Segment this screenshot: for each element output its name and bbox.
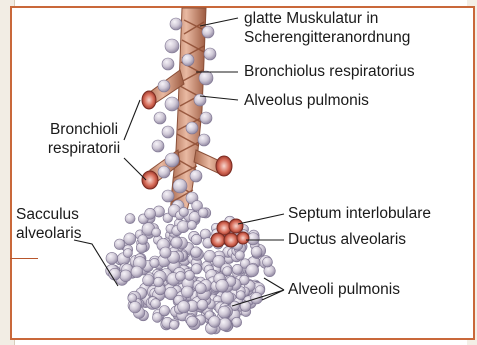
alveolus-bead	[162, 58, 174, 70]
alveolus-bead	[124, 233, 136, 245]
alveolus-bead	[123, 249, 132, 258]
label-glatte-muskulatur-2: Scherengitteranordnung	[244, 29, 410, 47]
alveolus-bead	[198, 134, 210, 146]
alveolus-bead	[223, 267, 232, 276]
alveolus-bead	[165, 153, 179, 167]
alveolus-bead	[165, 97, 179, 111]
alveolus-bead	[251, 246, 262, 257]
alveolus-bead	[170, 18, 182, 30]
label-sacculus-1: Sacculus	[16, 206, 79, 224]
alveolus-bead	[219, 318, 232, 331]
alveolus-bead	[216, 279, 229, 292]
label-glatte-muskulatur-1: glatte Muskulatur in	[244, 10, 378, 28]
alveolus-bead	[218, 306, 230, 318]
alveolus-bead	[106, 252, 118, 264]
alveolus-bead	[171, 237, 182, 248]
alveolus-bead	[145, 208, 156, 219]
sacculus-cluster	[106, 201, 276, 335]
alveolus-bead	[162, 190, 174, 202]
alveolus-bead	[200, 112, 212, 124]
alveolus-bead	[165, 39, 179, 53]
open-alveolus-left-lower	[142, 171, 158, 189]
alveolus-bead	[138, 235, 148, 245]
alveolus-bead	[182, 54, 194, 66]
label-ductus-alveolaris: Ductus alveolaris	[288, 231, 406, 249]
alveolus-bead	[195, 283, 206, 294]
alveolus-bead	[154, 277, 164, 287]
label-bronchioli-2: respiratorii	[36, 140, 132, 158]
label-alveoli-pulmonis: Alveoli pulmonis	[288, 281, 400, 299]
alveolus-bead	[209, 316, 221, 328]
alveolus-bead	[181, 286, 193, 298]
alveolus-bead	[236, 291, 245, 300]
alveolus-bead	[152, 228, 161, 237]
alveolus-bead	[246, 264, 259, 277]
alveolus-bead	[151, 299, 161, 309]
alveolus-bead	[162, 126, 174, 138]
alveolus-bead	[187, 316, 198, 327]
alveolus-bead	[194, 94, 206, 106]
label-septum-interlobulare: Septum interlobulare	[288, 205, 431, 223]
alveolus-bead	[185, 270, 195, 280]
open-alveolus-left-upper	[142, 91, 156, 109]
alveolus-bead	[199, 71, 213, 85]
alveolus-bead	[129, 301, 141, 313]
alveolus-bead	[235, 251, 244, 260]
alveolus-bead	[120, 270, 132, 282]
alveolus-bead	[158, 80, 170, 92]
alveolus-bead	[204, 48, 216, 60]
alveolus-bead	[263, 257, 273, 267]
alveolus-bead	[125, 214, 135, 224]
open-alveolus-right	[216, 156, 232, 176]
alveolus-bead	[190, 170, 202, 182]
alveolus-bead	[160, 247, 171, 258]
leader-septum	[238, 214, 284, 224]
alveolus-bead	[150, 258, 159, 267]
label-bronchioli-1: Bronchioli	[36, 121, 132, 139]
leader-bronchioli-lower	[124, 158, 146, 180]
alveolus-bead	[198, 208, 208, 218]
alveolus-bead	[152, 140, 164, 152]
alveolus-bead	[131, 266, 143, 278]
alveolus-bead	[114, 239, 125, 250]
alveolus-bead	[169, 320, 178, 329]
alveolus-bead	[158, 166, 170, 178]
alveolus-bead	[187, 221, 196, 230]
label-alveolus-pulmonis: Alveolus pulmonis	[244, 92, 369, 110]
alveolus-bead	[154, 112, 166, 124]
alveolus-bead	[197, 299, 208, 310]
alveolus-bead	[191, 247, 202, 258]
alveolus-bead	[178, 301, 190, 313]
alveolus-bead	[186, 122, 198, 134]
alveolus-bead	[202, 26, 214, 38]
alveolus-bead	[159, 306, 169, 316]
alveolus-bead	[143, 275, 154, 286]
label-sacculus-2: alveolaris	[16, 225, 81, 243]
alveolus-bead	[191, 234, 202, 245]
label-bronchiolus-respiratorius: Bronchiolus respiratorius	[244, 63, 415, 81]
alveolus-bead	[173, 179, 187, 193]
alveolus-bead	[176, 271, 186, 281]
alveolus-bead	[179, 207, 188, 216]
